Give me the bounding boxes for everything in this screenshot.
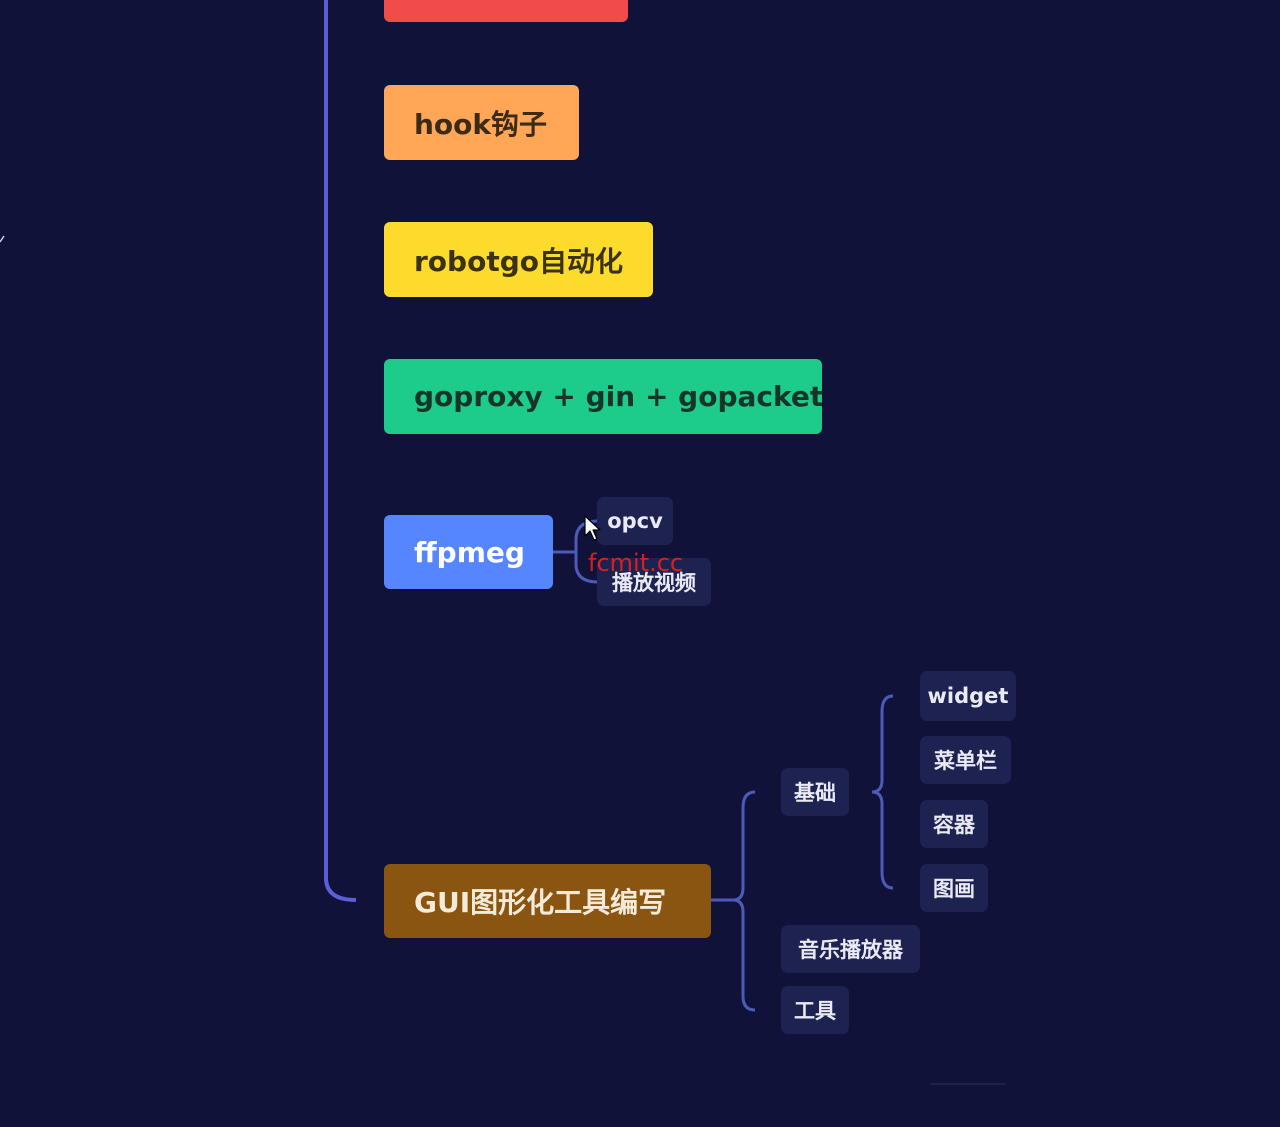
- gui-bracket: [732, 790, 756, 1012]
- subtopic-container[interactable]: 容器: [920, 800, 988, 848]
- subtopic-play-video[interactable]: 播放视频: [597, 558, 711, 606]
- watermark-text: fcmit.cc: [588, 549, 684, 577]
- subtopic-widget[interactable]: widget: [920, 671, 1016, 721]
- edge-arrow-icon: [0, 235, 5, 243]
- topic-red[interactable]: [384, 0, 628, 22]
- topic-gui[interactable]: GUI图形化工具编写: [384, 864, 711, 938]
- basics-bracket: [871, 694, 894, 890]
- subtopic-menubar[interactable]: 菜单栏: [920, 736, 1011, 784]
- topic-goproxy[interactable]: goproxy + gin + gopacket: [384, 359, 823, 434]
- topic-hook[interactable]: hook钩子: [384, 85, 579, 160]
- subtopic-basics[interactable]: 基础: [781, 768, 849, 816]
- main-spine: [324, 0, 357, 902]
- subtopic-music-player[interactable]: 音乐播放器: [781, 925, 920, 973]
- mouse-pointer-icon: [584, 515, 601, 541]
- subtopic-opcv[interactable]: opcv: [597, 497, 673, 545]
- subtopic-drawing[interactable]: 图画: [920, 864, 988, 912]
- topic-ffpmeg[interactable]: ffpmeg: [384, 515, 553, 589]
- subtopic-tools[interactable]: 工具: [781, 986, 849, 1034]
- topic-robotgo[interactable]: robotgo自动化: [384, 222, 653, 297]
